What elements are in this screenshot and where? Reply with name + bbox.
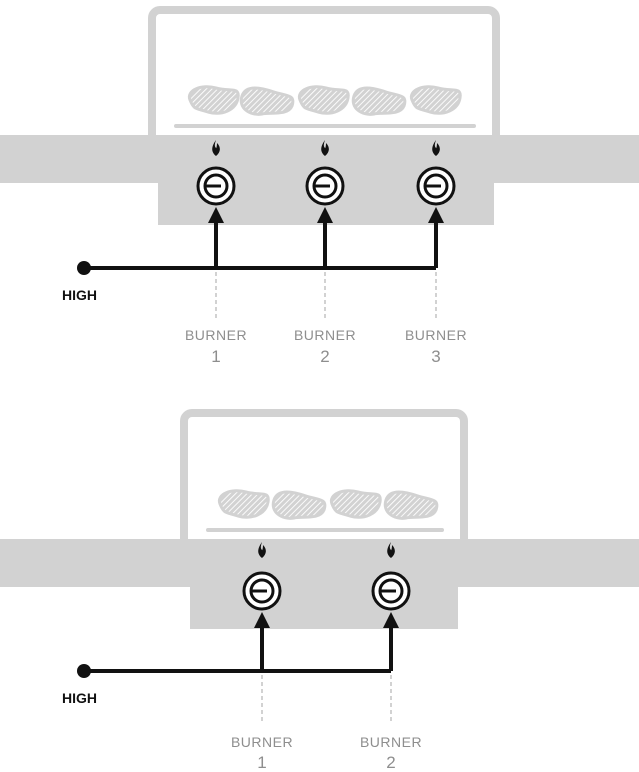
- steak-icon: [297, 85, 350, 115]
- three-burner-grill: HIGH BURNER 1 BURNER 2 BURNER 3: [0, 6, 639, 366]
- dashed-leaders: [215, 272, 437, 318]
- dashed-leaders: [261, 675, 392, 722]
- steak-icon: [217, 489, 270, 519]
- burner-1: [242, 542, 282, 611]
- burner-3: [416, 140, 456, 206]
- steak-icon: [383, 490, 439, 520]
- burner-label: BURNER: [360, 734, 422, 750]
- burner-1: [196, 140, 236, 206]
- heat-label: HIGH: [62, 690, 97, 706]
- burner-number: 2: [320, 347, 329, 366]
- steak-icon: [351, 86, 407, 116]
- flame-icon: [212, 140, 220, 156]
- burner-label: BURNER: [185, 327, 247, 343]
- grill-lid: [148, 6, 500, 154]
- flame-icon: [432, 140, 440, 156]
- wiring: [77, 612, 399, 678]
- two-burner-grill: HIGH BURNER 1 BURNER 2: [0, 409, 639, 772]
- burner-2: [371, 542, 411, 611]
- flame-icon: [387, 542, 395, 558]
- steak-row: [217, 489, 439, 520]
- heat-label: HIGH: [62, 287, 97, 303]
- wiring: [77, 207, 444, 275]
- burner-2: [305, 140, 345, 206]
- burner-number: 3: [431, 347, 440, 366]
- burner-label: BURNER: [294, 327, 356, 343]
- flame-icon: [321, 140, 329, 156]
- burner-number: 1: [257, 753, 266, 772]
- burner-label: BURNER: [405, 327, 467, 343]
- steak-icon: [409, 85, 462, 115]
- burner-number: 2: [386, 753, 395, 772]
- burner-label: BURNER: [231, 734, 293, 750]
- burner-number: 1: [211, 347, 220, 366]
- steak-icon: [187, 85, 240, 115]
- steak-icon: [271, 490, 327, 520]
- steak-icon: [329, 489, 382, 519]
- steak-icon: [239, 86, 295, 116]
- grill-body: [190, 539, 458, 629]
- flame-icon: [258, 542, 266, 558]
- steak-row: [187, 85, 462, 116]
